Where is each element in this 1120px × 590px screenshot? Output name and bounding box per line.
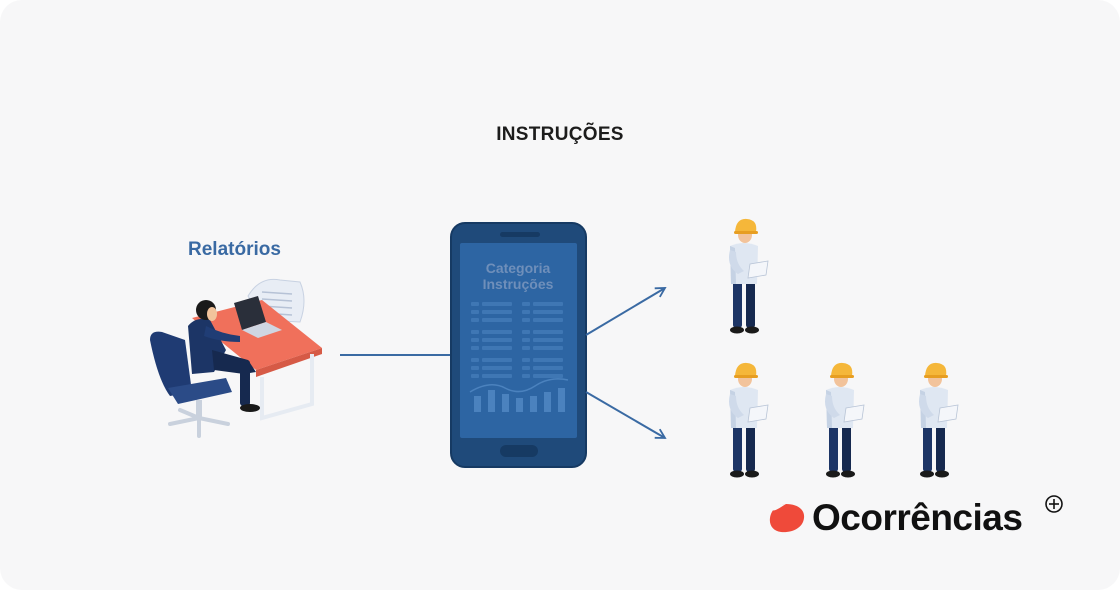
brand-logo: Ocorrências	[768, 495, 1063, 540]
diagram-title: INSTRUÇÕES	[496, 124, 624, 145]
arrow-right-icon	[585, 391, 667, 439]
reports-label: Relatórios	[188, 239, 281, 260]
phone-screen-line1: Categoria	[485, 260, 551, 276]
plus-circle-icon	[1045, 495, 1063, 513]
construction-worker-icon	[728, 362, 769, 478]
construction-worker-icon	[728, 218, 769, 334]
smartphone-icon	[450, 222, 587, 468]
phone-screen-line2: Instruções	[482, 276, 554, 292]
arrow-right-icon	[585, 287, 667, 336]
office-worker-desk-icon	[150, 278, 322, 438]
construction-worker-icon	[824, 362, 865, 478]
brand-name: Ocorrências	[812, 497, 1023, 538]
construction-worker-icon	[918, 362, 959, 478]
brand-mark-icon	[769, 504, 805, 533]
